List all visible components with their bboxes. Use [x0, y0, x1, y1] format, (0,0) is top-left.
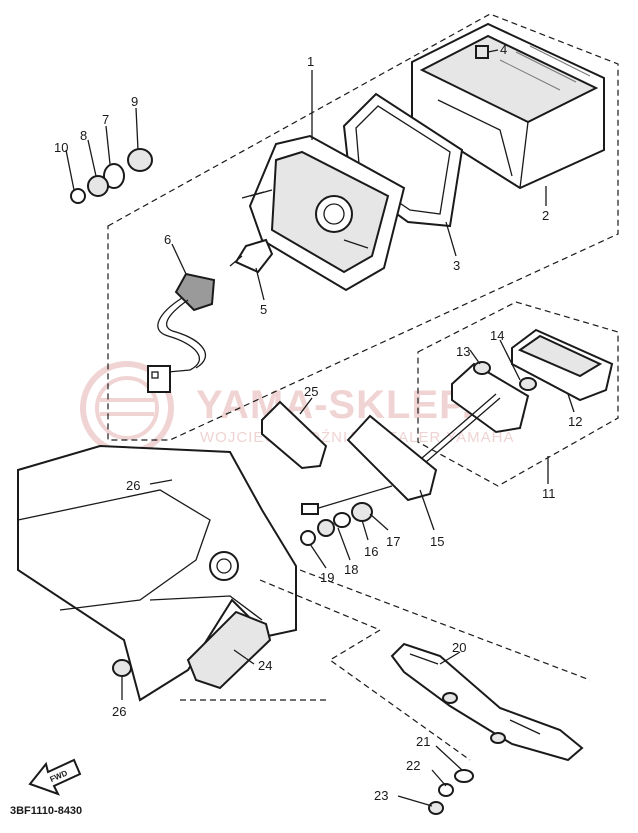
plate-bracket: [390, 642, 584, 762]
leader-lines: [65, 49, 575, 807]
bulb-icon: [229, 238, 274, 274]
callout-26-upper: 26: [126, 478, 140, 493]
callout-17: 17: [386, 534, 400, 549]
washer-21-icon: [454, 769, 474, 783]
callout-10: 10: [54, 140, 68, 155]
callout-18: 18: [344, 562, 358, 577]
washer-22-icon: [438, 783, 454, 797]
callout-3: 3: [453, 258, 460, 273]
cable-connector-icon: [301, 503, 319, 515]
license-cable: [311, 485, 393, 511]
callout-5: 5: [260, 302, 267, 317]
reflector-icon: [186, 610, 272, 690]
assembly-boundary-11: [417, 301, 619, 487]
tail-lens: [411, 22, 605, 190]
callout-8: 8: [80, 128, 87, 143]
callout-26-lower: 26: [112, 704, 126, 719]
callout-1: 1: [307, 54, 314, 69]
nut-4-icon: [475, 45, 489, 59]
callout-labels: 1 2 3 4 5 6 7 8 9 10 11 12 13 14 15 16 1…: [54, 42, 582, 803]
rear-fender: [17, 444, 297, 702]
license-hardware: [300, 502, 373, 546]
callout-7: 7: [102, 112, 109, 127]
callout-19: 19: [320, 570, 334, 585]
fastener-stack: [70, 148, 153, 204]
callout-21: 21: [416, 734, 430, 749]
callout-24: 24: [258, 658, 272, 673]
tail-light-base: [241, 134, 406, 292]
plate-lens: [261, 400, 328, 470]
callout-25: 25: [304, 384, 318, 399]
callout-13: 13: [456, 344, 470, 359]
callout-23: 23: [374, 788, 388, 803]
callout-2: 2: [542, 208, 549, 223]
callout-22: 22: [406, 758, 420, 773]
assembly-boundary-1: [107, 13, 619, 441]
callout-20: 20: [452, 640, 466, 655]
callout-11: 11: [542, 486, 556, 501]
callout-4: 4: [500, 42, 507, 57]
callout-9: 9: [131, 94, 138, 109]
guide-lines-lower: [180, 569, 591, 761]
callout-6: 6: [164, 232, 171, 247]
license-bracket: [346, 414, 438, 502]
callout-12: 12: [568, 414, 582, 429]
nut-23-icon: [428, 801, 444, 815]
drawing-code: 3BF1110-8430: [10, 805, 82, 817]
callout-16: 16: [364, 544, 378, 559]
callout-14: 14: [490, 328, 504, 343]
fwd-arrow: FWD: [28, 758, 82, 796]
callout-15: 15: [430, 534, 444, 549]
socket-cord: [147, 272, 216, 393]
grommet-26-lower-icon: [112, 659, 132, 677]
